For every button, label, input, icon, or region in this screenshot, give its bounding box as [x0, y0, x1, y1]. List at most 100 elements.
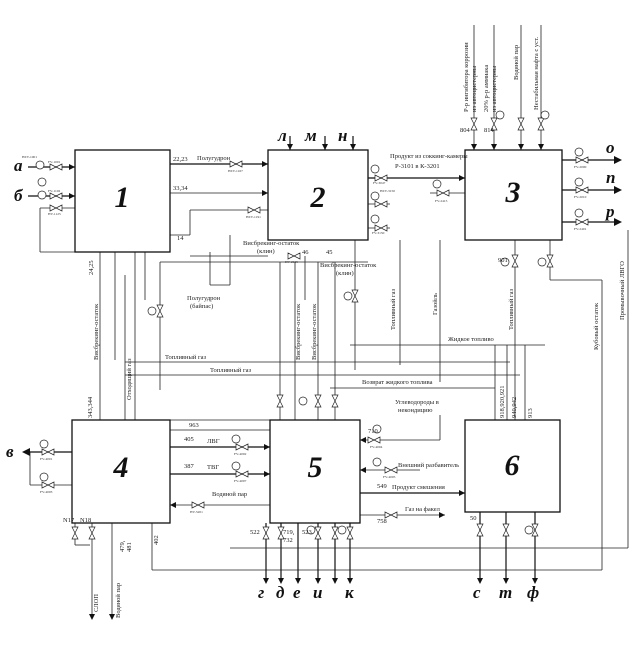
valve-icon[interactable] — [235, 470, 249, 478]
label-klin-1: (клин) — [257, 248, 275, 255]
valve-icon[interactable] — [384, 511, 398, 519]
label-klin-2: (клин) — [336, 270, 354, 277]
valve-icon[interactable] — [262, 526, 270, 540]
vertical-labels: Висбрекинг-остаток Отходящий газ Висбрек… — [93, 37, 626, 618]
stream-405: 405 — [184, 436, 194, 443]
stream-402: 402 — [153, 535, 160, 545]
valve-icon[interactable] — [511, 254, 519, 268]
valve-tag: FV-4005 — [383, 475, 396, 479]
valve-icon[interactable] — [575, 156, 589, 164]
valve-icon[interactable] — [247, 206, 261, 214]
actuator-icon — [574, 147, 584, 157]
label-visbreking-1: Висбрекинг-остаток — [243, 240, 300, 247]
valve-icon[interactable] — [575, 186, 589, 194]
valve-icon[interactable] — [575, 218, 589, 226]
stream-n18: N18 — [80, 517, 91, 524]
arrowheads — [22, 144, 622, 620]
valve-icon[interactable] — [346, 526, 354, 540]
valve-icon[interactable] — [49, 204, 63, 212]
block-3-number: 3 — [505, 176, 521, 209]
valve-icon[interactable] — [71, 526, 79, 540]
valve-icon[interactable] — [235, 443, 249, 451]
valve-icon[interactable] — [314, 394, 322, 408]
stream-46: 46 — [302, 249, 309, 256]
valve-icon[interactable] — [156, 304, 164, 318]
actuator-icon — [231, 461, 241, 471]
valve-icon[interactable] — [314, 526, 322, 540]
valve-icon[interactable] — [384, 466, 398, 474]
valve-icon[interactable] — [502, 523, 510, 537]
actuator-icon — [306, 525, 316, 535]
stream-719: 719, — [283, 529, 295, 536]
valve-icon[interactable] — [374, 200, 388, 208]
valve-tag: FV-2415 — [435, 199, 448, 203]
valve-icon[interactable] — [470, 117, 478, 131]
block-5[interactable]: 5 — [269, 419, 361, 524]
valve-icon[interactable] — [546, 254, 554, 268]
valve-icon[interactable] — [476, 523, 484, 537]
valve-icon[interactable] — [331, 526, 339, 540]
valve-icon[interactable] — [367, 436, 381, 444]
valve-icon[interactable] — [517, 117, 525, 131]
actuator-icon — [39, 472, 49, 482]
label-visbreking-v3: Висбрекинг-остаток — [311, 303, 318, 360]
valve-icon[interactable] — [191, 501, 205, 509]
valve-icon[interactable] — [374, 224, 388, 232]
valve-icon[interactable] — [537, 117, 545, 131]
terminal-t: т — [499, 583, 512, 602]
valve-icon[interactable] — [287, 252, 301, 260]
valve-tag: HV-5201 — [190, 510, 203, 514]
actuator-icon — [147, 306, 157, 316]
actuator-icon — [370, 214, 380, 224]
stream-479: 479, — [119, 540, 126, 552]
valve-icon[interactable] — [41, 448, 55, 456]
valve-icon[interactable] — [88, 526, 96, 540]
actuator-icon — [574, 208, 584, 218]
block-4[interactable]: 4 — [71, 419, 171, 524]
valve-icon[interactable] — [531, 523, 539, 537]
block-3[interactable]: 3 — [464, 149, 563, 241]
stream-343: 343,344 — [87, 396, 94, 418]
valve-icon[interactable] — [49, 192, 63, 200]
actuator-icon — [298, 396, 308, 406]
valve-tag: FV-4004 — [370, 445, 383, 449]
terminal-n: н — [338, 126, 347, 145]
valve-icon[interactable] — [277, 526, 285, 540]
block-6-number: 6 — [505, 449, 520, 482]
block-6[interactable]: 6 — [464, 419, 561, 513]
actuator-icon — [370, 164, 380, 174]
terminals: а б в л м н о п р г д е и к с т ф — [6, 126, 615, 602]
block-2-number: 2 — [310, 181, 326, 214]
label-otkhodyashchy-gaz: Отходящий газ — [126, 358, 133, 400]
block-2[interactable]: 2 — [267, 149, 369, 241]
valve-icon[interactable] — [351, 289, 359, 303]
stream-n17: N17 — [63, 517, 75, 524]
label-gazoil: Газойль — [432, 293, 439, 315]
stream-901: 901 — [498, 257, 508, 264]
valve-icon[interactable] — [41, 481, 55, 489]
label-gaz-na-fakel: Газ на факел — [405, 506, 441, 513]
valve-icon[interactable] — [490, 117, 498, 131]
stream-549: 549 — [377, 483, 387, 490]
actuator-icon — [495, 110, 505, 120]
terminal-r: р — [604, 202, 615, 221]
label-toplivny-gaz-v2: Топливный газ — [508, 288, 515, 330]
valve-icon[interactable] — [436, 189, 450, 197]
label-polugudron-baipas: Полугудрон — [187, 295, 221, 302]
valve-icon[interactable] — [229, 160, 243, 168]
actuator-icon — [370, 191, 380, 201]
valve-tag: FV-4007 — [234, 479, 247, 483]
actuator-icon — [500, 257, 510, 267]
valve-icon[interactable] — [276, 394, 284, 408]
label-kubovy-ostatok: Кубовый остаток — [593, 302, 600, 350]
label-vozvrat: Возврат жидкого топлива — [362, 379, 433, 386]
stream-523: 523 — [302, 529, 312, 536]
valve-icon[interactable] — [49, 163, 63, 171]
valve-icon[interactable] — [331, 394, 339, 408]
stream-numbers: 22,23 33,34 14 24,25 46 45 804 814 901 9… — [63, 127, 534, 552]
block-1[interactable]: 1 — [74, 149, 171, 253]
label-vodyanoy-par-mid: Водяной пар — [212, 491, 247, 498]
stream-481: 481 — [126, 542, 133, 552]
valve-icon[interactable] — [374, 174, 388, 182]
label-uglevodorody-2: некондицию — [398, 407, 433, 414]
